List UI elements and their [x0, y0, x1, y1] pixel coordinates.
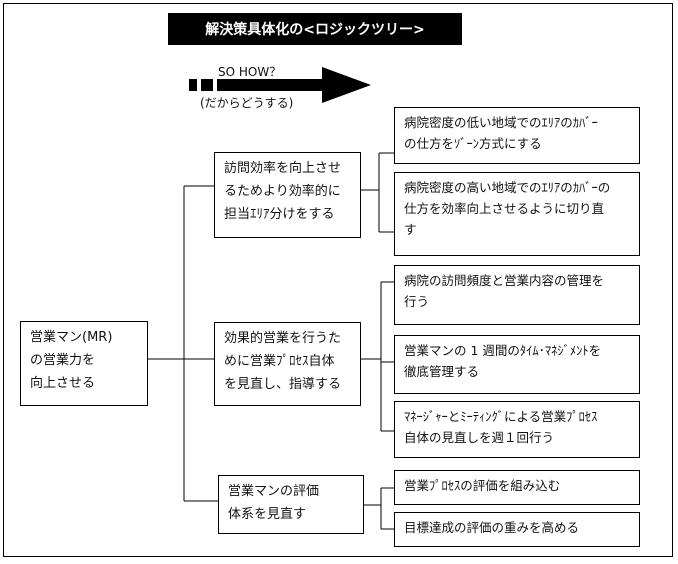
- branch-node-1: 訪問効率を向上させ るためより効率的に 担当ｴﾘｱ分けをする: [214, 152, 361, 238]
- leaf-node-2: 病院密度の高い地域でのｴﾘｱのｶﾊﾞｰの 仕方を効率向上させるように切り直 す: [394, 172, 640, 256]
- leaf-node-7: 目標達成の評価の重みを高める: [394, 512, 640, 547]
- so-how-arrow: [189, 67, 371, 103]
- branch-node-2: 効果的営業を行うた めに営業ﾌﾟﾛｾｽ自体 を見直し、指導する: [214, 322, 361, 406]
- diagram-frame: [3, 3, 673, 557]
- leaf-node-1: 病院密度の低い地域でのｴﾘｱのｶﾊﾞｰ の仕方をｿﾞｰﾝ方式にする: [394, 107, 640, 164]
- diagram-title: 解決策具体化の<ロジックツリー>: [168, 13, 462, 45]
- leaf-node-3: 病院の訪問頻度と営業内容の管理を 行う: [394, 265, 640, 325]
- root-node: 営業マン(MR) の営業力を 向上させる: [20, 321, 148, 406]
- leaf-node-6: 営業ﾌﾟﾛｾｽの評価を組み込む: [394, 470, 640, 505]
- branch-node-3: 営業マンの評価 体系を見直す: [218, 475, 364, 534]
- leaf-node-5: ﾏﾈｰｼﾞｬｰとﾐｰﾃｨﾝｸﾞによる営業ﾌﾟﾛｾｽ 自体の見直しを週１回行う: [394, 401, 640, 458]
- arrow-label-jp: (だからどうする): [200, 96, 294, 110]
- leaf-node-4: 営業マンの 1 週間のﾀｲﾑ･ﾏﾈｼﾞﾒﾝﾄを 徹底管理する: [394, 335, 640, 394]
- arrow-label-en: SO HOW？: [218, 65, 282, 79]
